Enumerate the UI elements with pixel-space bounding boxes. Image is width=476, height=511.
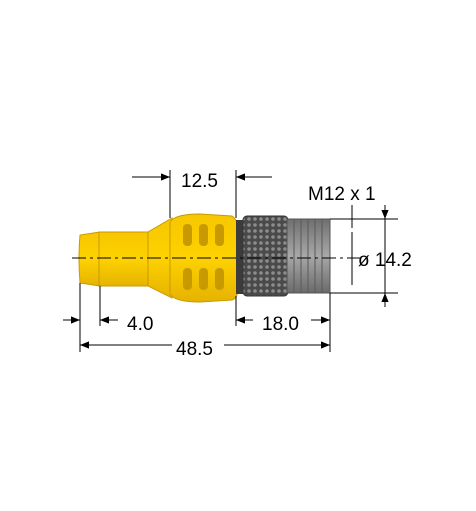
connector-length-label: 18.0 xyxy=(262,314,299,335)
dim-diameter: ø 14.2 xyxy=(330,205,412,307)
overall-length-label: 48.5 xyxy=(176,339,213,360)
thread-section xyxy=(286,218,331,294)
dim-overall-length: 48.5 xyxy=(80,334,330,360)
dim-connector-length: 18.0 xyxy=(235,293,331,352)
dim-top-length: 12.5 xyxy=(132,170,272,218)
thread-label: M12 x 1 xyxy=(308,184,376,205)
dim-thread: M12 x 1 xyxy=(308,184,376,228)
dim-tip-length: 4.0 xyxy=(63,283,153,352)
cable-tip xyxy=(78,217,173,299)
top-length-label: 12.5 xyxy=(181,171,218,192)
diameter-label: ø 14.2 xyxy=(358,250,412,271)
tip-length-label: 4.0 xyxy=(127,314,153,335)
knurled-nut xyxy=(236,215,289,297)
